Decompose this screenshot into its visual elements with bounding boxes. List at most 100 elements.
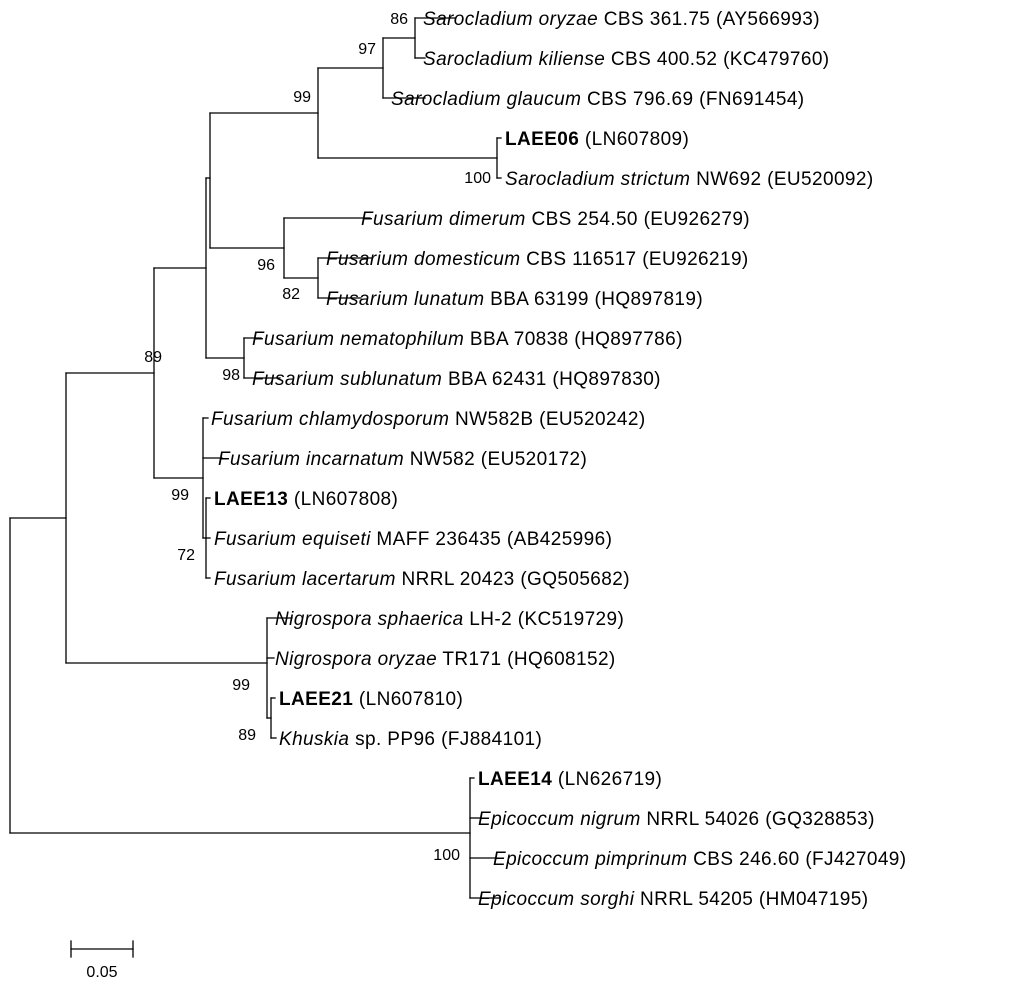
- taxon-name: LAEE14: [478, 769, 552, 790]
- taxon-accession: (EU520172): [475, 449, 587, 470]
- taxon-accession: (KC519729): [512, 609, 624, 630]
- taxon-label: Fusarium nematophilum BBA 70838 (HQ89778…: [252, 329, 683, 350]
- taxon-name: Fusarium dimerum: [361, 209, 526, 230]
- taxon-accession: (AY566993): [710, 9, 820, 30]
- taxon-accession: (LN626719): [552, 769, 662, 790]
- taxon-label: Fusarium lacertarum NRRL 20423 (GQ505682…: [214, 569, 630, 590]
- bootstrap-value: 98: [222, 367, 240, 384]
- taxon-accession: (AB425996): [501, 529, 612, 550]
- taxon-name: Fusarium domesticum: [326, 249, 520, 270]
- taxon-accession: (FN691454): [693, 89, 804, 110]
- taxon-label: Nigrospora sphaerica LH-2 (KC519729): [275, 609, 624, 630]
- taxon-label: Sarocladium glaucum CBS 796.69 (FN691454…: [391, 89, 805, 110]
- taxon-strain: NW582B: [449, 409, 533, 430]
- taxon-strain: CBS 254.50: [526, 209, 638, 230]
- taxon-label: Fusarium equiseti MAFF 236435 (AB425996): [214, 529, 612, 550]
- taxon-strain: BBA 70838: [464, 329, 568, 350]
- taxon-strain: CBS 246.60: [688, 849, 800, 870]
- taxon-label: Khuskia sp. PP96 (FJ884101): [279, 729, 542, 750]
- taxon-label: Fusarium chlamydosporum NW582B (EU520242…: [211, 409, 646, 430]
- taxon-name: Fusarium sublunatum: [252, 369, 442, 390]
- taxon-label: Fusarium incarnatum NW582 (EU520172): [218, 449, 587, 470]
- bootstrap-value: 97: [358, 41, 376, 58]
- taxon-name: Fusarium chlamydosporum: [211, 409, 449, 430]
- taxon-name: Epicoccum pimprinum: [493, 849, 688, 870]
- taxon-strain: CBS 400.52: [605, 49, 717, 70]
- taxon-accession: (FJ427049): [800, 849, 907, 870]
- taxon-accession: (LN607808): [288, 489, 398, 510]
- taxon-strain: LH-2: [464, 609, 512, 630]
- taxon-name: Epicoccum nigrum: [478, 809, 641, 830]
- taxon-name: Fusarium lunatum: [326, 289, 484, 310]
- bootstrap-value: 100: [464, 170, 491, 187]
- taxon-accession: (LN607810): [353, 689, 463, 710]
- taxon-label: LAEE13 (LN607808): [214, 489, 398, 510]
- taxon-name: Fusarium incarnatum: [218, 449, 404, 470]
- support-values: 86 97 99 100 96 82 98 89 99 72 99 89 100: [144, 11, 491, 864]
- taxon-accession: (EU520092): [761, 169, 873, 190]
- taxon-label: Fusarium dimerum CBS 254.50 (EU926279): [361, 209, 750, 230]
- taxon-label: Sarocladium kiliense CBS 400.52 (KC47976…: [423, 49, 830, 70]
- bootstrap-value: 72: [177, 547, 195, 564]
- taxon-strain: NW582: [404, 449, 475, 470]
- taxon-name: Fusarium lacertarum: [214, 569, 396, 590]
- taxon-label: Sarocladium strictum NW692 (EU520092): [505, 169, 874, 190]
- taxon-strain: BBA 63199: [484, 289, 588, 310]
- bootstrap-value: 96: [257, 257, 275, 274]
- taxon-label: LAEE06 (LN607809): [505, 129, 689, 150]
- bootstrap-value: 86: [390, 11, 408, 28]
- taxon-name: Epicoccum sorghi: [478, 889, 635, 910]
- taxon-name: Fusarium nematophilum: [252, 329, 464, 350]
- tree-branches: [9, 17, 502, 899]
- taxon-accession: (GQ505682): [515, 569, 630, 590]
- taxon-strain: NRRL 54026: [641, 809, 760, 830]
- taxon-label: Epicoccum sorghi NRRL 54205 (HM047195): [478, 889, 868, 910]
- scale-bar: 0.05: [70, 940, 134, 981]
- taxon-strain: sp. PP96: [349, 729, 435, 750]
- taxon-name: LAEE21: [279, 689, 353, 710]
- bootstrap-value: 100: [433, 847, 460, 864]
- taxon-name: Sarocladium oryzae: [423, 9, 598, 30]
- taxon-name: Nigrospora sphaerica: [275, 609, 464, 630]
- taxon-label: Nigrospora oryzae TR171 (HQ608152): [275, 649, 616, 670]
- bootstrap-value: 89: [238, 727, 256, 744]
- taxon-name: LAEE06: [505, 129, 579, 150]
- taxon-accession: (EU520242): [533, 409, 645, 430]
- bootstrap-value: 99: [171, 487, 189, 504]
- taxon-label: LAEE14 (LN626719): [478, 769, 662, 790]
- taxon-label: Epicoccum pimprinum CBS 246.60 (FJ427049…: [493, 849, 906, 870]
- taxon-name: Sarocladium kiliense: [423, 49, 605, 70]
- taxon-strain: CBS 796.69: [581, 89, 693, 110]
- taxon-strain: NW692: [690, 169, 761, 190]
- bootstrap-value: 99: [293, 89, 311, 106]
- taxon-name: Sarocladium strictum: [505, 169, 690, 190]
- taxon-accession: (GQ328853): [760, 809, 875, 830]
- taxon-accession: (HM047195): [753, 889, 868, 910]
- taxon-strain: CBS 116517: [520, 249, 636, 270]
- taxon-strain: BBA 62431: [442, 369, 546, 390]
- taxon-strain: MAFF 236435: [371, 529, 501, 550]
- taxon-strain: NRRL 20423: [396, 569, 515, 590]
- taxon-name: Fusarium equiseti: [214, 529, 371, 550]
- taxon-accession: (HQ897786): [569, 329, 683, 350]
- taxon-name: Nigrospora oryzae: [275, 649, 437, 670]
- taxon-accession: (HQ608152): [501, 649, 615, 670]
- taxon-label: Epicoccum nigrum NRRL 54026 (GQ328853): [478, 809, 875, 830]
- bootstrap-value: 82: [282, 286, 300, 303]
- scale-bar-label: 0.05: [86, 964, 117, 981]
- taxon-label: Fusarium sublunatum BBA 62431 (HQ897830): [252, 369, 661, 390]
- bootstrap-value: 89: [144, 349, 162, 366]
- taxon-name: Sarocladium glaucum: [391, 89, 581, 110]
- taxon-name: LAEE13: [214, 489, 288, 510]
- taxon-strain: CBS 361.75: [598, 9, 710, 30]
- taxon-accession: (KC479760): [717, 49, 829, 70]
- taxon-strain: NRRL 54205: [634, 889, 753, 910]
- taxon-labels: Sarocladium oryzae CBS 361.75 (AY566993)…: [211, 9, 906, 910]
- taxon-accession: (EU926279): [638, 209, 750, 230]
- taxon-name: Khuskia: [279, 729, 349, 750]
- bootstrap-value: 99: [232, 677, 250, 694]
- taxon-accession: (FJ884101): [435, 729, 542, 750]
- taxon-label: Fusarium lunatum BBA 63199 (HQ897819): [326, 289, 703, 310]
- taxon-accession: (EU926219): [637, 249, 749, 270]
